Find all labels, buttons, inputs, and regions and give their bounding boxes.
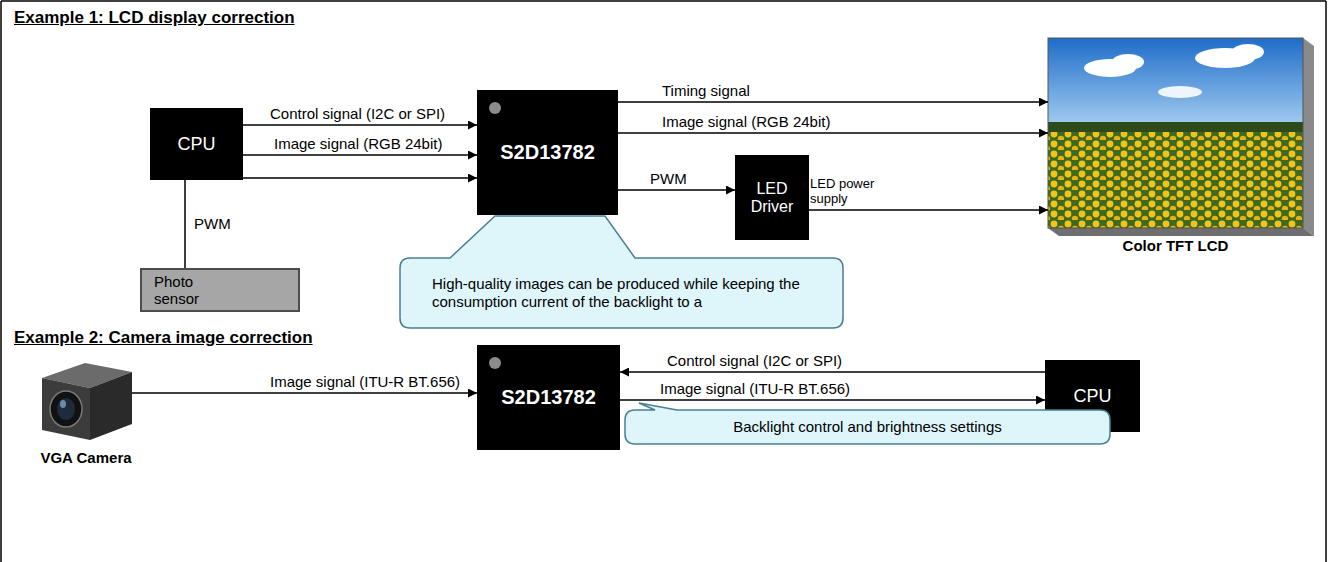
signal-label: Image signal (ITU-R BT.656)	[658, 380, 852, 397]
camera-unit: VGA Camera	[40, 362, 132, 440]
lcd-panel: Color TFT LCD	[1048, 38, 1303, 228]
signal-label: Image signal (RGB 24bit)	[272, 135, 444, 152]
section-heading: Example 2: Camera image correction	[14, 328, 313, 348]
signal-arrow	[618, 189, 735, 191]
signal-arrow	[243, 124, 477, 126]
node-text: Photo sensor	[154, 273, 214, 308]
signal-label: Control signal (I2C or SPI)	[665, 352, 844, 369]
signal-arrow	[618, 101, 1048, 103]
node-text: Backlight control and brightness setting…	[733, 418, 1001, 436]
signal-arrow	[243, 154, 477, 156]
node-text: High-quality images can be produced whil…	[432, 275, 823, 311]
node-text: LED Driver	[735, 180, 809, 216]
section-heading: Example 1: LCD display correction	[14, 8, 295, 28]
signal-arrow	[620, 399, 1045, 401]
lcd-picture	[1048, 38, 1314, 236]
signal-label: Timing signal	[660, 82, 752, 99]
signal-label: PWM	[648, 170, 689, 187]
callout-bubble: Backlight control and brightness setting…	[625, 410, 1110, 444]
cpu-box: CPU	[150, 108, 243, 180]
signal-label: Image signal (RGB 24bit)	[660, 113, 832, 130]
camera-picture	[42, 363, 132, 440]
callout-shape	[625, 403, 1110, 444]
signal-arrow	[809, 209, 1048, 211]
signal-label: Image signal (ITU-R BT.656)	[268, 373, 462, 390]
callout-bubble: High-quality images can be produced whil…	[400, 258, 843, 328]
signal-arrow	[132, 392, 477, 394]
signal-arrow	[620, 371, 1045, 373]
signal-arrow	[185, 178, 477, 268]
node-text: CPU	[1073, 386, 1111, 407]
signal-arrow	[618, 132, 1048, 134]
driver-box: LED Driver	[735, 155, 809, 240]
node-text: VGA Camera	[10, 449, 162, 466]
node-text: CPU	[177, 134, 215, 155]
signal-label: Control signal (I2C or SPI)	[268, 105, 447, 122]
node-text: Color TFT LCD	[1018, 237, 1328, 254]
chip-box: S2D13782	[477, 90, 618, 215]
signal-label: PWM	[192, 215, 233, 232]
chip-box: S2D13782	[477, 345, 620, 450]
node-text: S2D13782	[500, 141, 595, 164]
callout-shape	[400, 216, 843, 328]
node-text: S2D13782	[501, 386, 596, 409]
signal-label: LED power supply	[808, 177, 892, 207]
sensor-box: Photo sensor	[140, 268, 300, 312]
